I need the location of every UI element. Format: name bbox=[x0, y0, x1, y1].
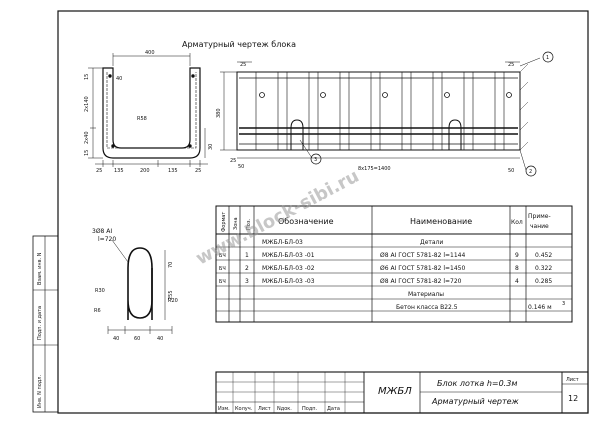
side-stamp-sign: Подп. и дата bbox=[37, 306, 43, 340]
dim-elev-top-left: 25 bbox=[240, 62, 246, 68]
dim-section-left-4: 15 bbox=[84, 150, 90, 156]
detail-dim-bottom-3: 40 bbox=[157, 336, 163, 342]
th-note-1: Приме- bbox=[528, 213, 551, 220]
th-note-2: чание bbox=[530, 223, 549, 230]
detail-radius-r6: R6 bbox=[94, 308, 101, 314]
svg-text:БЧ: БЧ bbox=[219, 253, 226, 259]
side-stamp-inv: Инв. N подл. bbox=[37, 375, 43, 408]
svg-text:Бетон класса B22.5: Бетон класса B22.5 bbox=[396, 304, 458, 311]
detail-bar-label: 3Ø8 AI bbox=[92, 228, 112, 235]
spec-section-materials: Материалы bbox=[408, 291, 444, 298]
dim-section-bottom-5: 25 bbox=[195, 168, 201, 174]
svg-text:4: 4 bbox=[515, 278, 519, 285]
svg-text:8: 8 bbox=[515, 265, 519, 272]
svg-text:0.146 м: 0.146 м bbox=[528, 304, 552, 311]
dim-section-top: 400 bbox=[145, 50, 155, 56]
detail-radius-r30: R30 bbox=[95, 288, 105, 294]
callout-1: 1 bbox=[542, 51, 554, 63]
svg-text:Ø8 AI ГОСТ 5781-82 l=720: Ø8 AI ГОСТ 5781-82 l=720 bbox=[380, 278, 462, 285]
svg-text:Ø8 AI ГОСТ 5781-82 l=1144: Ø8 AI ГОСТ 5781-82 l=1144 bbox=[380, 252, 465, 259]
tb-col-count: Колуч. bbox=[235, 406, 253, 412]
detail-dim-70: 70 bbox=[168, 262, 174, 268]
tb-code: МЖБЛ bbox=[378, 386, 412, 397]
th-designation: Обозначение bbox=[278, 217, 334, 226]
dim-section-bottom-1: 25 bbox=[96, 168, 102, 174]
elevation-view bbox=[220, 57, 541, 171]
callout-2: 2 bbox=[525, 165, 537, 177]
dim-section-small: 40 bbox=[116, 76, 122, 82]
detail-radius-r20: R20 bbox=[168, 298, 178, 304]
tb-col-sign: Подп. bbox=[302, 406, 318, 412]
th-name: Наименование bbox=[410, 217, 472, 226]
dim-section-bottom-4: 135 bbox=[168, 168, 178, 174]
svg-text:1: 1 bbox=[245, 252, 249, 259]
dim-section-radius: R58 bbox=[137, 116, 147, 122]
svg-text:МЖБЛ-БЛ-03 -03: МЖБЛ-БЛ-03 -03 bbox=[262, 278, 315, 285]
table-row: Бетон класса B22.5 0.146 м 3 bbox=[396, 301, 565, 311]
side-stamp-replace: Взам. инв. N bbox=[37, 252, 43, 285]
dim-section-right: 30 bbox=[208, 144, 214, 150]
spec-section-details: Детали bbox=[420, 239, 443, 246]
detail-dim-bottom-1: 40 bbox=[113, 336, 119, 342]
spec-table bbox=[215, 205, 573, 323]
cross-section-view bbox=[88, 53, 208, 167]
tb-line-2: Арматурный чертеж bbox=[431, 397, 520, 406]
svg-text:МЖБЛ-БЛ-03 -02: МЖБЛ-БЛ-03 -02 bbox=[262, 265, 315, 272]
th-zone: Зона bbox=[233, 217, 239, 230]
detail-dim-255: 255 bbox=[168, 290, 174, 300]
tb-col-doc: Nдок. bbox=[277, 406, 292, 412]
svg-text:3: 3 bbox=[562, 301, 565, 307]
dim-section-left-3: 2х40 bbox=[84, 131, 90, 144]
svg-text:3: 3 bbox=[245, 278, 249, 285]
title-block bbox=[215, 371, 589, 414]
side-stamp: Взам. инв. N Подп. и дата Инв. N подл. bbox=[32, 235, 59, 413]
svg-text:БЧ: БЧ bbox=[219, 266, 226, 272]
dim-elev-bottom-b: 50 bbox=[238, 164, 244, 170]
dim-section-left-1: 15 bbox=[84, 74, 90, 80]
detail-length-label: l=720 bbox=[98, 236, 116, 243]
svg-text:МЖБЛ-БЛ-03 -01: МЖБЛ-БЛ-03 -01 bbox=[262, 252, 315, 259]
spec-assembly: МЖБЛ-БЛ-03 bbox=[262, 239, 303, 246]
dim-elev-height: 380 bbox=[216, 108, 222, 118]
th-pos: Поз. bbox=[246, 219, 252, 230]
svg-text:2: 2 bbox=[529, 169, 532, 175]
dim-elev-top-right: 25 bbox=[508, 62, 514, 68]
svg-text:3: 3 bbox=[314, 157, 317, 163]
table-row: БЧ 2 МЖБЛ-БЛ-03 -02 Ø6 AI ГОСТ 5781-82 l… bbox=[219, 265, 552, 272]
tb-sheet-num: 12 bbox=[568, 394, 578, 403]
th-qty: Кол bbox=[511, 219, 523, 226]
callout-3: 3 bbox=[310, 153, 322, 165]
dim-elev-bottom-a: 25 bbox=[230, 158, 236, 164]
detail-dim-bottom-2: 60 bbox=[134, 336, 140, 342]
tb-col-sheet: Лист bbox=[258, 406, 271, 412]
tb-line-1: Блок лотка h=0.3м bbox=[437, 379, 517, 388]
svg-text:0.452: 0.452 bbox=[535, 252, 552, 259]
dim-elev-bottom-right: 50 bbox=[508, 168, 514, 174]
th-format: Формат bbox=[221, 212, 227, 232]
svg-text:9: 9 bbox=[515, 252, 519, 259]
svg-text:0.322: 0.322 bbox=[535, 265, 552, 272]
svg-text:2: 2 bbox=[245, 265, 249, 272]
svg-text:Ø6 AI ГОСТ 5781-82 l=1450: Ø6 AI ГОСТ 5781-82 l=1450 bbox=[380, 265, 465, 272]
svg-text:0.285: 0.285 bbox=[535, 278, 552, 285]
drawing-title: Арматурный чертеж блока bbox=[182, 40, 296, 49]
loop-detail-view bbox=[107, 239, 173, 334]
tb-sheet-label: Лист bbox=[566, 377, 579, 383]
dim-section-bottom-2: 135 bbox=[114, 168, 124, 174]
tb-col-change: Изм. bbox=[218, 406, 230, 412]
dim-section-left-2: 2х140 bbox=[84, 96, 90, 112]
tb-col-date: Дата bbox=[327, 406, 340, 412]
table-row: БЧ 1 МЖБЛ-БЛ-03 -01 Ø8 AI ГОСТ 5781-82 l… bbox=[219, 252, 552, 259]
table-row: БЧ 3 МЖБЛ-БЛ-03 -03 Ø8 AI ГОСТ 5781-82 l… bbox=[219, 278, 552, 285]
svg-text:1: 1 bbox=[546, 55, 549, 61]
dim-elev-spacing: 8х175=1400 bbox=[358, 166, 391, 172]
svg-text:БЧ: БЧ bbox=[219, 279, 226, 285]
dim-section-bottom-3: 200 bbox=[140, 168, 150, 174]
